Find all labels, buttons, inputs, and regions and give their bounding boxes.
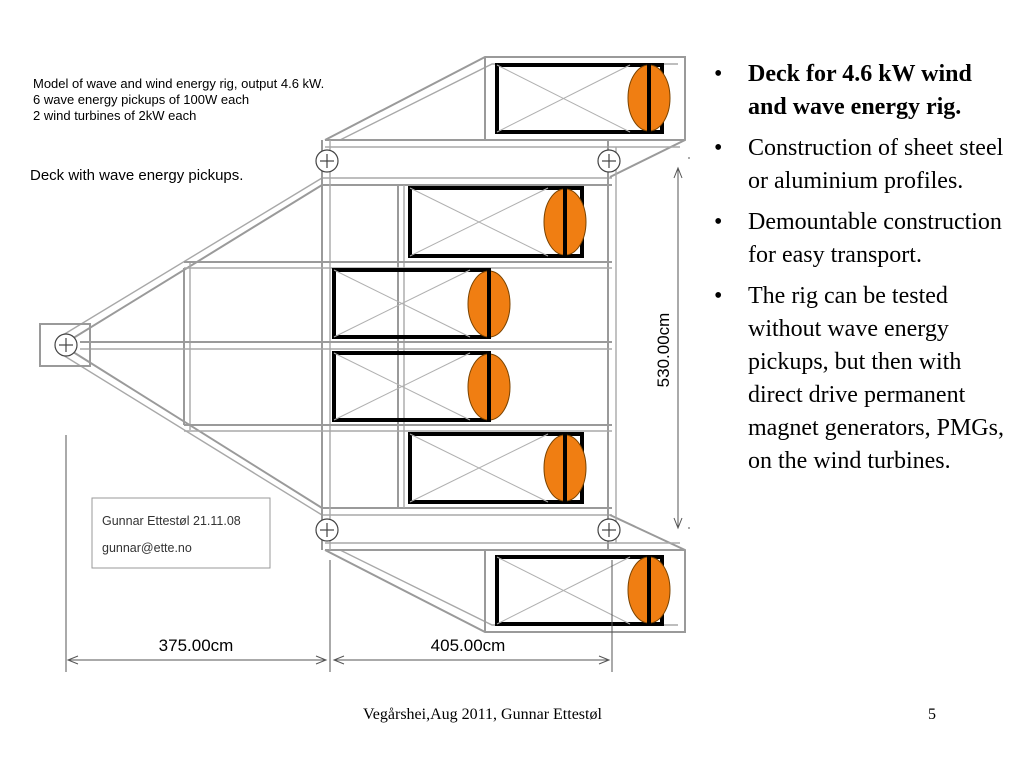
diagram-title-line-2: 6 wave energy pickups of 100W each [33,92,249,107]
right-width-label: 405.00cm [431,636,506,655]
wave-pickup [627,555,671,625]
bullet-dot: • [714,209,723,235]
height-dimension: 530.00cm [654,157,690,530]
left-width-label: 375.00cm [159,636,234,655]
diagram-title-line-1: Model of wave and wind energy rig, outpu… [33,76,324,91]
author-email: gunnar@ette.no [102,541,192,555]
footer-text: Vegårshei,Aug 2011, Gunnar Ettestøl [363,706,602,723]
bullet-text: Construction of sheet steel or aluminium… [748,135,1004,194]
diagram-subtitle: Deck with wave energy pickups. [30,167,243,184]
author-box: Gunnar Ettestøl 21.11.08 gunnar@ette.no [91,497,271,569]
wave-pickup [467,352,511,422]
plus-circle-icon [597,518,621,542]
deck-frame [39,56,686,633]
wave-pickup [543,433,587,503]
wave-pickup [543,187,587,257]
bullet-item: • Construction of sheet steel or alumini… [708,132,1008,198]
author-name-date: Gunnar Ettestøl 21.11.08 [102,514,241,528]
bullet-dot: • [714,283,723,309]
bullet-text: Deck for 4.6 kW wind and wave energy rig… [748,61,972,120]
bullet-text: Demountable construction for easy transp… [748,209,1002,268]
plus-circle-icon [54,333,78,357]
plus-circle-icon [597,149,621,173]
joint-markers [54,149,621,542]
bullet-item: • The rig can be tested without wave ene… [708,280,1008,478]
bullet-dot: • [714,61,723,87]
bullet-list: • Deck for 4.6 kW wind and wave energy r… [708,58,1008,486]
plus-circle-icon [315,518,339,542]
bullet-item: • Demountable construction for easy tran… [708,206,1008,272]
deck-diagram: Model of wave and wind energy rig, outpu… [30,56,690,672]
bullet-item: • Deck for 4.6 kW wind and wave energy r… [708,58,1008,124]
wave-pickup [627,63,671,133]
bullet-text: The rig can be tested without wave energ… [748,283,1004,474]
page-number: 5 [928,706,936,723]
plus-circle-icon [315,149,339,173]
diagram-title-line-3: 2 wind turbines of 2kW each [33,108,196,123]
height-dimension-label: 530.00cm [654,313,673,388]
width-dimensions: 375.00cm 405.00cm [65,435,613,672]
wave-pickup [467,269,511,339]
wave-pickups [467,63,671,625]
bullet-dot: • [714,135,723,161]
